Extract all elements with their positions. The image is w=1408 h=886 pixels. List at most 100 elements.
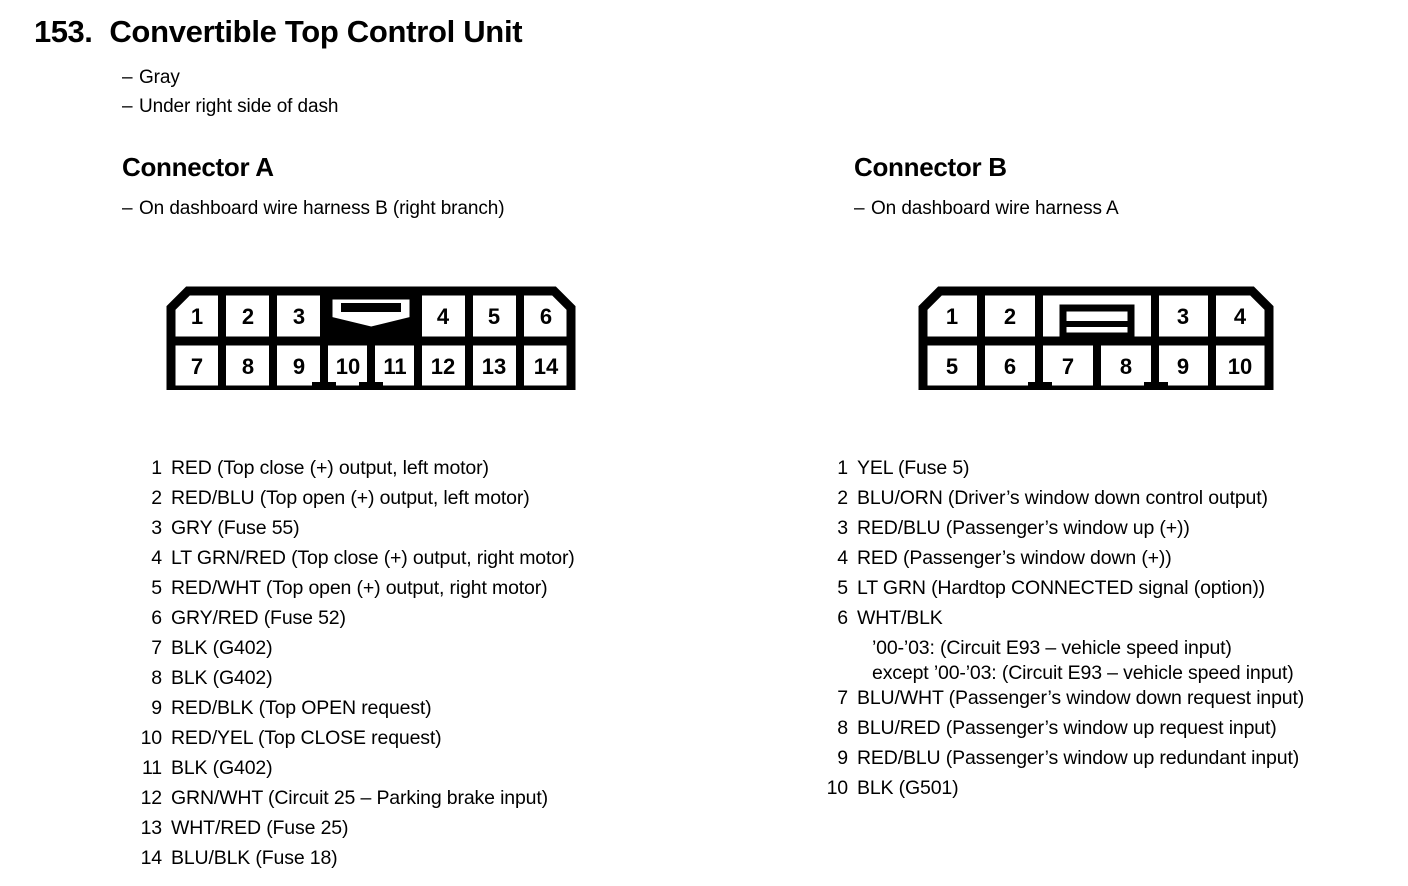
locking-tab bbox=[1144, 382, 1168, 390]
pin-number: 7 bbox=[837, 687, 848, 709]
pin-description: LT GRN (Hardtop CONNECTED signal (option… bbox=[857, 577, 1266, 599]
pin-cell-11: 11 bbox=[383, 354, 406, 379]
pin-cell-8: 8 bbox=[1120, 354, 1132, 379]
dash-marker: – bbox=[122, 198, 133, 219]
keyed-cavity-icon bbox=[1059, 304, 1135, 340]
pin-cell-1: 1 bbox=[191, 304, 203, 329]
pin-description: BLK (G402) bbox=[171, 667, 273, 689]
pin-description: YEL (Fuse 5) bbox=[857, 457, 970, 479]
housing-outline bbox=[918, 286, 1274, 390]
pin-cell-6: 6 bbox=[1004, 354, 1016, 379]
pin-number: 3 bbox=[151, 517, 162, 539]
pin-row: 10 RED/YEL (Top CLOSE request) bbox=[136, 727, 575, 757]
attribute-color: –Gray bbox=[122, 67, 180, 89]
pin-description: GRN/WHT (Circuit 25 – Parking brake inpu… bbox=[171, 787, 548, 809]
keyed-cavity-icon bbox=[325, 292, 417, 340]
pin-number: 2 bbox=[151, 487, 162, 509]
dash-marker: – bbox=[122, 67, 133, 88]
pin-number: 3 bbox=[837, 517, 848, 539]
pin-row: 7 BLU/WHT (Passenger’s window down reques… bbox=[822, 687, 1304, 717]
pin-cell-6: 6 bbox=[540, 304, 552, 329]
pin-row: 12 GRN/WHT (Circuit 25 – Parking brake in… bbox=[136, 787, 575, 817]
pin-description: RED/BLK (Top OPEN request) bbox=[171, 697, 432, 719]
pin-description: WHT/BLK bbox=[857, 607, 943, 629]
locking-tab bbox=[1028, 382, 1052, 390]
connector-b-subtitle-text: On dashboard wire harness A bbox=[871, 198, 1119, 219]
pin-description: RED/WHT (Top open (+) output, right moto… bbox=[171, 577, 548, 599]
pin-number: 10 bbox=[140, 727, 163, 749]
pin-cell-9: 9 bbox=[1177, 354, 1189, 379]
pin-number: 4 bbox=[151, 547, 162, 569]
pin-cell-8: 8 bbox=[242, 354, 254, 379]
pin-number: 1 bbox=[151, 457, 162, 479]
pin-row: 9 RED/BLK (Top OPEN request) bbox=[136, 697, 575, 727]
pin-description: GRY (Fuse 55) bbox=[171, 517, 300, 539]
pin-cell-7: 7 bbox=[1062, 354, 1074, 379]
pin-cell-10: 10 bbox=[336, 354, 360, 379]
pin-number: 14 bbox=[140, 847, 163, 869]
pin-description: BLK (G501) bbox=[857, 777, 959, 799]
pin-number: 7 bbox=[151, 637, 162, 659]
pin-number: 9 bbox=[151, 697, 162, 719]
pin-description: GRY/RED (Fuse 52) bbox=[171, 607, 346, 629]
pin-row: 1 RED (Top close (+) output, left motor) bbox=[136, 457, 575, 487]
pin-row: 3 GRY (Fuse 55) bbox=[136, 517, 575, 547]
pin-row: 5 RED/WHT (Top open (+) output, right mot… bbox=[136, 577, 575, 607]
pin-cell-13: 13 bbox=[482, 354, 506, 379]
pin-cell-7: 7 bbox=[191, 354, 203, 379]
pin-number: 6 bbox=[151, 607, 162, 629]
pin-number: 2 bbox=[837, 487, 848, 509]
pin-cell-9: 9 bbox=[293, 354, 305, 379]
pin-description: BLU/RED (Passenger’s window up request i… bbox=[857, 717, 1277, 739]
connector-b-diagram: 1 2 3 4 5 6 7 8 9 10 bbox=[918, 286, 1274, 390]
connector-a-heading: Connector A bbox=[122, 152, 274, 182]
pin-description: RED/BLU (Passenger’s window up (+)) bbox=[857, 517, 1190, 539]
pin-cell-4: 4 bbox=[1234, 304, 1247, 329]
pin-subline: except ’00-’03: (Circuit E93 – vehicle s… bbox=[872, 662, 1294, 684]
attribute-location: –Under right side of dash bbox=[122, 96, 338, 118]
connector-b-heading: Connector B bbox=[854, 152, 1007, 182]
connector-a-subtitle-text: On dashboard wire harness B (right branc… bbox=[139, 198, 505, 219]
pin-description: BLK (G402) bbox=[171, 757, 273, 779]
pin-row: 3 RED/BLU (Passenger’s window up (+)) bbox=[822, 517, 1304, 547]
pin-number: 12 bbox=[140, 787, 163, 809]
pin-row: 14 BLU/BLK (Fuse 18) bbox=[136, 847, 575, 877]
pin-description: BLU/BLK (Fuse 18) bbox=[171, 847, 338, 869]
pin-row: 2 BLU/ORN (Driver’s window down control o… bbox=[822, 487, 1304, 517]
pin-row: 4 LT GRN/RED (Top close (+) output, right… bbox=[136, 547, 575, 577]
page-number: 153. bbox=[34, 14, 93, 49]
pin-description: BLU/ORN (Driver’s window down control ou… bbox=[857, 487, 1268, 509]
pin-cell-12: 12 bbox=[431, 354, 455, 379]
pin-row: 8 BLU/RED (Passenger’s window up request … bbox=[822, 717, 1304, 747]
pin-row: 6 WHT/BLK bbox=[822, 607, 1304, 637]
pin-number: 5 bbox=[151, 577, 162, 599]
pin-description: BLU/WHT (Passenger’s window down request… bbox=[857, 687, 1305, 709]
pin-cell-5: 5 bbox=[946, 354, 958, 379]
pin-number: 6 bbox=[837, 607, 848, 629]
pin-description: RED/YEL (Top CLOSE request) bbox=[171, 727, 442, 749]
connector-a-diagram: 1 2 3 4 5 6 7 8 9 10 11 12 13 14 bbox=[166, 286, 576, 390]
pin-number: 8 bbox=[837, 717, 848, 739]
housing-outline bbox=[166, 286, 576, 390]
pin-number: 5 bbox=[837, 577, 848, 599]
pin-cell-2: 2 bbox=[1004, 304, 1016, 329]
pin-description: LT GRN/RED (Top close (+) output, right … bbox=[171, 547, 575, 569]
connector-b-subtitle: –On dashboard wire harness A bbox=[854, 198, 1119, 220]
page-title: 153. Convertible Top Control Unit bbox=[34, 14, 523, 50]
locking-tab bbox=[312, 382, 336, 390]
dash-marker: – bbox=[122, 96, 133, 117]
pin-description: RED (Passenger’s window down (+)) bbox=[857, 547, 1172, 569]
pin-cell-2: 2 bbox=[242, 304, 254, 329]
attribute-color-text: Gray bbox=[139, 67, 180, 88]
pin-description: RED/BLU (Passenger’s window up redundant… bbox=[857, 747, 1300, 769]
pin-description: RED (Top close (+) output, left motor) bbox=[171, 457, 489, 479]
pin-number: 13 bbox=[140, 817, 163, 839]
